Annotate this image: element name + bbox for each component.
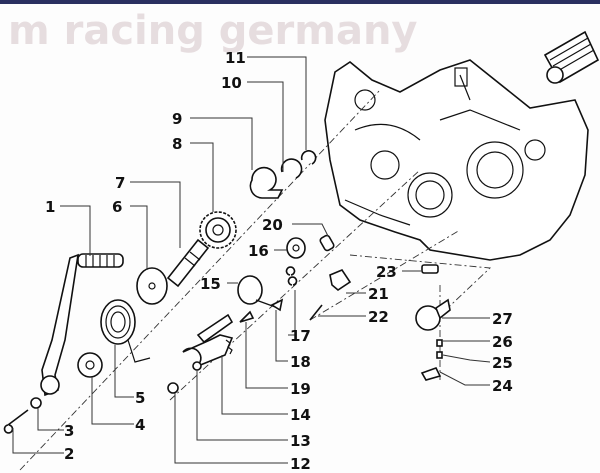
bolt-2 <box>3 409 29 434</box>
bushing-4 <box>77 352 103 378</box>
spring-5 <box>100 299 151 363</box>
callout-6: 6 <box>112 198 122 216</box>
washer-13 <box>192 361 202 371</box>
cap-23 <box>421 264 439 274</box>
callout-19: 19 <box>290 380 311 398</box>
pin-19 <box>239 310 255 323</box>
circlip-10 <box>280 158 303 179</box>
callout-21: 21 <box>368 285 389 303</box>
callout-7: 7 <box>115 174 125 192</box>
callout-9: 9 <box>172 110 182 128</box>
gear-8 <box>199 211 237 249</box>
kick-pinion-14 <box>182 313 234 369</box>
cap-24 <box>420 367 442 381</box>
top-bar <box>0 0 600 4</box>
callout-11: 11 <box>225 49 246 67</box>
callout-24: 24 <box>492 377 513 395</box>
pin-18 <box>270 298 284 312</box>
callout-2: 2 <box>64 445 74 463</box>
kick-shaft-7 <box>166 238 210 288</box>
lever-21 <box>329 269 352 291</box>
callout-26: 26 <box>492 333 513 351</box>
callout-3: 3 <box>64 422 74 440</box>
callout-25: 25 <box>492 354 513 372</box>
spring-15 <box>237 275 279 309</box>
washer-3 <box>30 397 42 409</box>
callout-17: 17 <box>290 327 311 345</box>
crankcase <box>324 59 589 261</box>
bolt-22 <box>309 304 323 321</box>
callout-12: 12 <box>290 455 311 473</box>
washer-6 <box>136 267 168 305</box>
callout-4: 4 <box>135 416 145 434</box>
ball-25 <box>436 351 443 359</box>
pin-20 <box>319 234 335 252</box>
spring-26 <box>436 339 443 347</box>
circlip-11 <box>300 150 317 165</box>
callout-5: 5 <box>135 389 145 407</box>
shift-drum <box>543 30 600 84</box>
callout-22: 22 <box>368 308 389 326</box>
kick-lever <box>40 253 124 397</box>
callout-1: 1 <box>45 198 55 216</box>
callout-8: 8 <box>172 135 182 153</box>
bushing-16 <box>286 237 306 259</box>
link-17 <box>285 266 298 286</box>
callout-10: 10 <box>221 74 242 92</box>
leader-lines <box>12 56 491 464</box>
callout-16: 16 <box>248 242 269 260</box>
callout-27: 27 <box>492 310 513 328</box>
ratchet-9 <box>249 166 284 199</box>
callout-13: 13 <box>290 432 311 450</box>
watermark: m racing germany <box>8 8 418 54</box>
callout-20: 20 <box>262 216 283 234</box>
callout-23: 23 <box>376 263 397 281</box>
callout-15: 15 <box>200 275 221 293</box>
callout-14: 14 <box>290 406 311 424</box>
callout-18: 18 <box>290 353 311 371</box>
nut-12 <box>167 382 179 394</box>
